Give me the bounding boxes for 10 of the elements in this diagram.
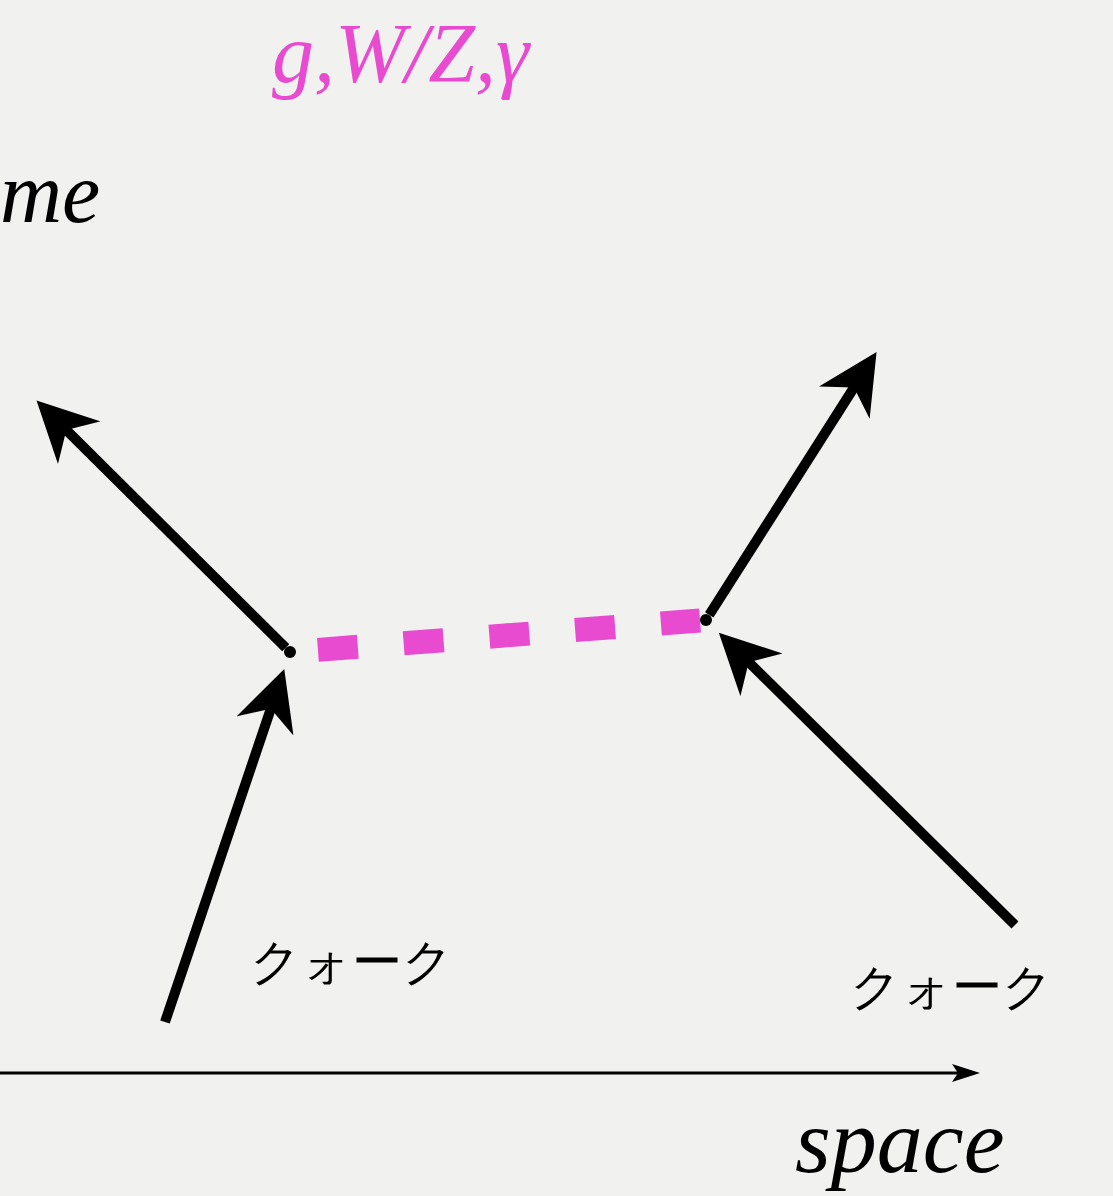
quark-arrow: [705, 352, 877, 618]
quark-arrow: [36, 400, 290, 652]
vertex-dot: [284, 646, 296, 658]
quark-arrow: [718, 632, 1019, 929]
axis-label: me: [0, 150, 101, 236]
quark-label: クォーク: [250, 937, 453, 987]
quark-label: クォーク: [850, 962, 1053, 1012]
vertex-dot: [700, 614, 712, 626]
boson-line: [317, 608, 701, 662]
quark-arrow: [160, 669, 294, 1024]
